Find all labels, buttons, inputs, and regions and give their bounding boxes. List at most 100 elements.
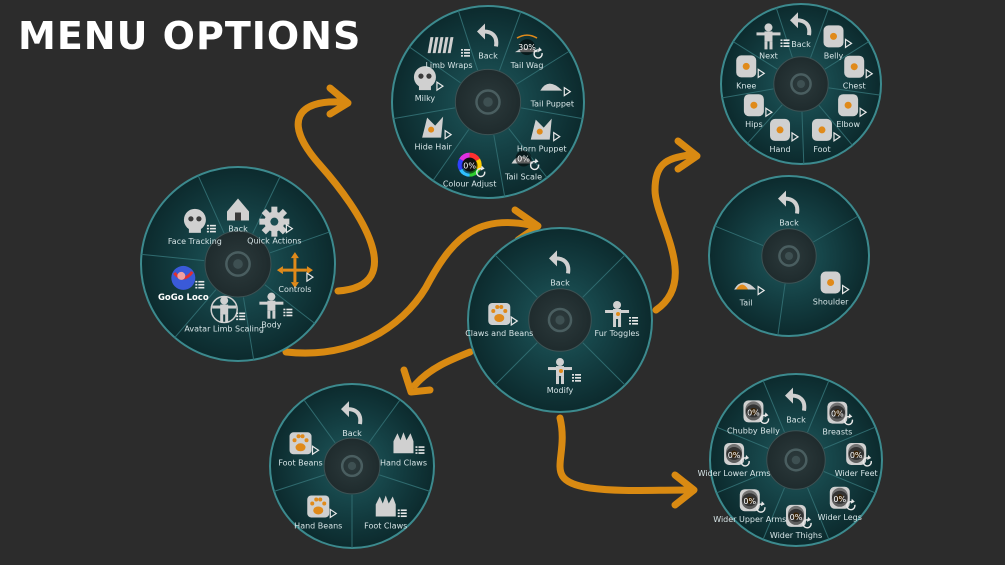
menu-item-hide-hair[interactable]: Hide Hair [415, 116, 453, 152]
menu-item-label: Chubby Belly [727, 426, 780, 435]
menu-item-controls[interactable]: Controls [276, 252, 315, 294]
foot-claws-icon [375, 495, 396, 517]
menu-item-milky[interactable]: Milky [413, 66, 445, 103]
menu-item-quick-actions[interactable]: Quick Actions [247, 206, 302, 246]
menu-item-limb-wraps[interactable]: Limb Wraps [425, 37, 473, 70]
menu-item-back[interactable]: Back [790, 12, 812, 49]
item-value: 0% [833, 495, 846, 504]
tail-puppet-icon [540, 83, 563, 91]
menu-item-label: Belly [824, 51, 844, 60]
menu-item-label: Knee [736, 81, 756, 90]
menu-item-label: Back [550, 278, 570, 287]
back-arrow-icon [341, 401, 363, 425]
menu-item-label: Horn Puppet [517, 145, 567, 154]
menu-item-elbow[interactable]: Elbow [836, 94, 868, 129]
menu-item-hips[interactable]: Hips [743, 94, 773, 129]
menu-item-claws-and-beans[interactable]: Claws and Beans [465, 303, 533, 338]
menu-item-foot-claws[interactable]: Foot Claws [364, 495, 407, 530]
menu-item-back[interactable]: Back [341, 401, 363, 438]
menu-item-colour-adjust[interactable]: 0%Colour Adjust [443, 152, 497, 189]
gogo-loco-icon [171, 265, 196, 290]
item-value: 0% [850, 451, 863, 460]
menu-item-back[interactable]: Back [778, 190, 800, 228]
knee-icon [736, 55, 757, 78]
menu-item-wider-legs[interactable]: 0% Wider Legs [818, 486, 862, 522]
menu-item-label: Wider Legs [818, 513, 862, 522]
menu-item-label: Avatar Limb Scaling [184, 325, 264, 334]
next-figure-icon [756, 23, 781, 50]
menu-item-label: Breasts [822, 428, 852, 437]
menu-item-wider-lower-arms[interactable]: 0%Wider Lower Arms [698, 443, 771, 478]
body-figure-icon [259, 292, 284, 319]
menu-item-chest[interactable]: Chest [843, 55, 874, 91]
menu-item-horn-puppet[interactable]: Horn Puppet [517, 118, 567, 154]
menu-item-label: Controls [278, 285, 311, 294]
menu-item-foot[interactable]: Foot [811, 118, 842, 154]
item-value: 0% [743, 497, 756, 506]
menu-item-label: Tail Scale [504, 173, 542, 182]
menu-item-breasts[interactable]: 0%Breasts [822, 401, 854, 437]
item-value: 0% [747, 408, 760, 417]
fur-toggles-icon [605, 301, 630, 327]
menu-item-modify[interactable]: Modify [547, 358, 581, 395]
menu-item-label: Hips [745, 120, 762, 129]
menu-item-back[interactable]: Back [785, 387, 807, 425]
hair-icon [422, 116, 444, 138]
menu-item-wider-thighs[interactable]: 0%Wider Thighs [770, 504, 822, 540]
menu-item-label: Quick Actions [247, 237, 301, 246]
menu-item-knee[interactable]: Knee [736, 55, 766, 90]
menu-item-tail-scale[interactable]: 0%Tail Scale [504, 150, 542, 182]
menu-item-label: Modify [547, 386, 574, 395]
menu-item-label: Back [779, 219, 799, 228]
menu-item-face-tracking[interactable]: Face Tracking [168, 208, 222, 246]
menu-item-hand[interactable]: Hand [769, 118, 800, 154]
menu-item-label: Wider Upper Arms [713, 515, 786, 524]
back-arrow-icon [790, 12, 812, 36]
menu-item-tail[interactable]: Tail [734, 282, 766, 307]
menu-item-body[interactable]: Body [259, 292, 293, 330]
face-tracking-icon [183, 208, 206, 233]
menu-item-tail-wag[interactable]: 30%Tail Wag [510, 34, 544, 70]
foot-icon [811, 118, 832, 141]
menu-item-back[interactable]: Back [477, 23, 499, 60]
back-arrow-icon [477, 23, 499, 47]
hand-icon [770, 118, 791, 141]
menu-item-label: Body [261, 321, 281, 330]
gear-icon [259, 206, 290, 237]
menu-item-label: Hand [769, 145, 790, 154]
menu-item-back[interactable]: Back [227, 198, 249, 234]
menu-item-wider-upper-arms[interactable]: 0% Wider Upper Arms [713, 489, 786, 524]
menu-item-label: Milky [415, 94, 436, 103]
limb-wraps-icon [427, 37, 454, 54]
menu-item-label: Tail Wag [510, 61, 544, 70]
menu-item-foot-beans[interactable]: Foot Beans [278, 432, 323, 467]
limb-figure-icon [210, 295, 238, 324]
menu-item-avatar-limb-scaling[interactable]: Avatar Limb Scaling [184, 295, 264, 334]
menu-item-fur-toggles[interactable]: Fur Toggles [595, 301, 640, 338]
chest-icon [844, 55, 865, 78]
menu-item-wider-feet[interactable]: 0%Wider Feet [835, 443, 878, 478]
shoulder-icon [820, 271, 841, 294]
menu-item-label: Back [786, 416, 806, 425]
menu-item-back[interactable]: Back [549, 250, 571, 287]
menu-item-label: Chest [843, 82, 866, 91]
back-arrow-icon [549, 250, 571, 274]
menu-item-chubby-belly[interactable]: 0% Chubby Belly [727, 400, 780, 435]
menu-item-hand-beans[interactable]: Hand Beans [294, 495, 342, 530]
menu-item-hand-claws[interactable]: Hand Claws [380, 432, 427, 467]
menu-item-next[interactable]: Next [756, 23, 790, 60]
menu-item-label: Foot [813, 145, 830, 154]
menu-item-shoulder[interactable]: Shoulder [813, 271, 850, 307]
elbow-icon [838, 94, 859, 117]
menu-item-belly[interactable]: Belly [823, 25, 853, 60]
arrow-body-to-claws [400, 348, 474, 396]
item-value: 0% [790, 513, 803, 522]
menu-item-tail-puppet[interactable]: Tail Puppet [530, 83, 574, 109]
menu-item-gogo-loco[interactable]: GoGo Loco [158, 265, 209, 303]
modify-figure-icon [548, 358, 572, 385]
